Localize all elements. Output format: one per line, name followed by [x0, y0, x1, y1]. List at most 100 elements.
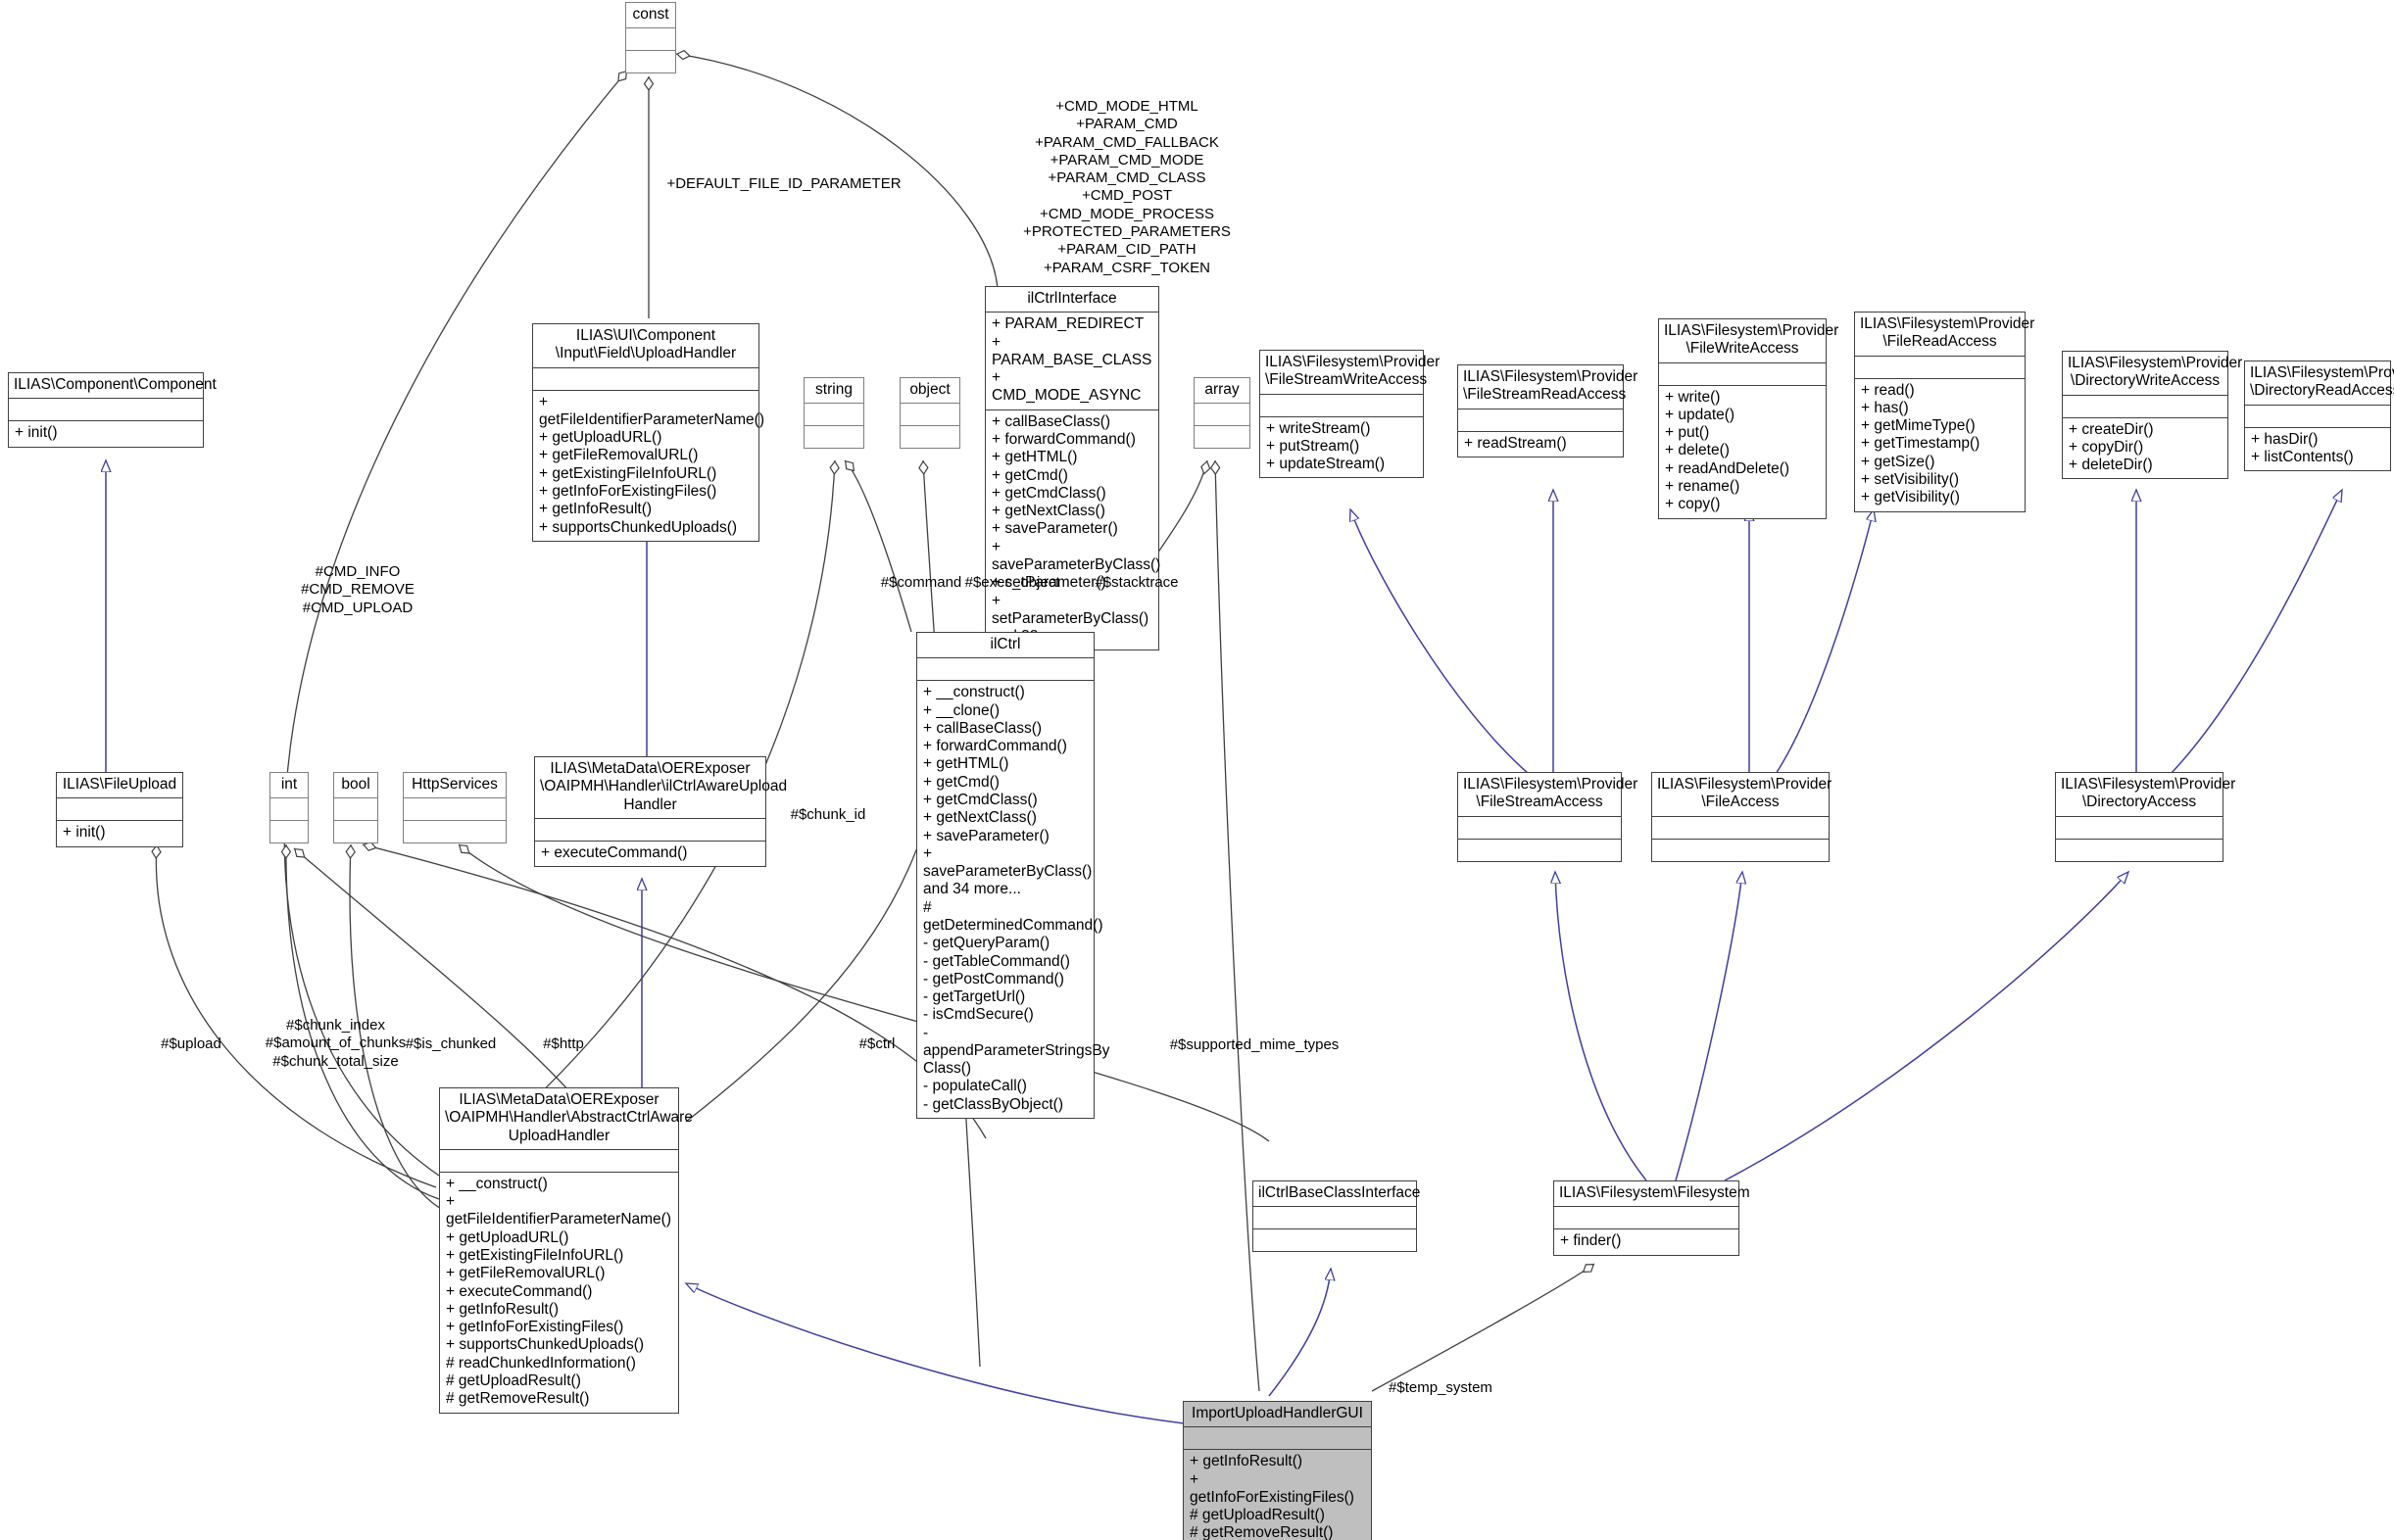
edge-label-supported-mime-types: #$supported_mime_types	[1169, 1036, 1340, 1053]
class-title: object	[909, 381, 951, 398]
op-row: + put()	[1665, 424, 1710, 442]
op-row: + setVisibility()	[1861, 470, 1960, 488]
class-node-const[interactable]: const	[625, 2, 676, 74]
class-node-ilctrlbaseclassinterface[interactable]: ilCtrlBaseClassInterface	[1252, 1180, 1421, 1253]
op-row: + __clone()	[923, 701, 1000, 719]
class-node-filereadaccess[interactable]: ILIAS\Filesystem\Provider \FileReadAcces…	[1854, 312, 2035, 512]
class-node-directoryaccess[interactable]: ILIAS\Filesystem\Provider \DirectoryAcce…	[2055, 772, 2236, 862]
class-title: ILIAS\Filesystem\Provider \FileReadAcces…	[1860, 315, 2035, 351]
op-row: + getCmdClass()	[923, 791, 1038, 808]
class-node-filestreamreadaccess[interactable]: ILIAS\Filesystem\Provider \FileStreamRea…	[1457, 364, 1637, 457]
class-node-directoryreadaccess[interactable]: ILIAS\Filesystem\Provider \DirectoryRead…	[2244, 361, 2394, 472]
class-title: ILIAS\Filesystem\Provider \FileAccess	[1657, 776, 1832, 811]
class-node-ilctrlinterface[interactable]: ilCtrlInterface + PARAM_REDIRECT + PARAM…	[985, 286, 1160, 651]
op-row: # getRemoveResult()	[1190, 1524, 1334, 1540]
class-attrs	[404, 798, 506, 820]
op-row: + __construct()	[923, 684, 1025, 701]
class-title: ILIAS\MetaData\OERExposer \OAIPMH\Handle…	[445, 1091, 693, 1144]
op-row: + copy()	[1665, 496, 1721, 513]
class-ops	[1458, 840, 1621, 861]
class-node-filestreamwriteaccess[interactable]: ILIAS\Filesystem\Provider \FileStreamWri…	[1259, 350, 1441, 479]
class-title: ILIAS\Filesystem\Provider \FileStreamWri…	[1265, 354, 1441, 389]
class-node-component[interactable]: ILIAS\Component\Component + init()	[8, 372, 217, 448]
class-ops: + executeCommand()	[535, 842, 765, 866]
class-title: HttpServices	[412, 776, 498, 793]
class-ops: + hasDir() + listContents()	[2245, 428, 2390, 471]
class-title: string	[815, 381, 853, 398]
class-title: ILIAS\Filesystem\Provider \DirectoryAcce…	[2061, 776, 2236, 811]
op-row: + getVisibility()	[1861, 489, 1960, 506]
class-node-object[interactable]: object	[900, 377, 960, 450]
class-attrs	[1659, 363, 1826, 385]
op-row: + hasDir()	[2251, 430, 2319, 448]
op-row: + getFileIdentifierParameterName()	[446, 1193, 672, 1228]
class-attrs	[2063, 396, 2227, 417]
class-title: ILIAS\Filesystem\Provider \FileStreamAcc…	[1463, 776, 1638, 811]
op-row: + update()	[1665, 406, 1735, 423]
class-node-string[interactable]: string	[804, 377, 864, 450]
class-attrs	[270, 798, 308, 820]
op-row: + callBaseClass()	[923, 719, 1043, 737]
op-row: + saveParameter()	[992, 520, 1118, 538]
class-attrs	[57, 798, 182, 820]
edge-label-stacktrace: #$stacktrace	[1095, 574, 1179, 591]
op-row: + getMimeType()	[1861, 417, 1976, 435]
class-node-uploadhandler[interactable]: ILIAS\UI\Component \Input\Field\UploadHa…	[532, 323, 764, 542]
op-row: + init()	[63, 824, 106, 842]
op-row: + supportsChunkedUploads()	[539, 518, 738, 536]
class-attrs	[1253, 1207, 1416, 1228]
class-title: ILIAS\Component\Component	[14, 376, 217, 393]
edge-label-http: #$http	[543, 1035, 584, 1052]
op-row: + readAndDelete()	[1665, 459, 1790, 477]
edge-label-default-file-id-parameter: +DEFAULT_FILE_ID_PARAMETER	[666, 175, 902, 192]
edge-label-cmd-constants: +CMD_MODE_HTML +PARAM_CMD +PARAM_CMD_FAL…	[1023, 98, 1231, 294]
class-ops	[270, 821, 308, 842]
class-attrs	[334, 798, 377, 820]
class-node-ilctrl[interactable]: ilCtrl + __construct() + __clone() + cal…	[916, 632, 1109, 1120]
class-node-fileaccess[interactable]: ILIAS\Filesystem\Provider \FileAccess	[1651, 772, 1832, 862]
class-ops	[404, 821, 506, 842]
class-title: const	[632, 6, 669, 23]
class-node-array[interactable]: array	[1194, 377, 1250, 450]
edge-label-upload: #$upload	[161, 1035, 221, 1052]
class-ops: + read() + has() + getMimeType() + getTi…	[1855, 379, 2025, 511]
attr-row: + CMD_MODE_ASYNC	[992, 369, 1142, 405]
class-title: ILIAS\Filesystem\Provider \DirectoryWrit…	[2068, 355, 2243, 390]
op-row: + setParameterByClass()	[992, 592, 1149, 627]
class-node-importuploadhandlergui[interactable]: ImportUploadHandlerGUI + getInfoResult()…	[1183, 1401, 1372, 1540]
class-node-filewriteaccess[interactable]: ILIAS\Filesystem\Provider \FileWriteAcce…	[1658, 318, 1838, 519]
class-attrs	[901, 404, 959, 425]
class-ops: + getInfoResult() + getInfoForExistingFi…	[1184, 1450, 1371, 1540]
class-node-bool[interactable]: bool	[333, 772, 378, 844]
class-title: ILIAS\FileUpload	[62, 776, 177, 793]
class-node-abstractctrlawareuploadhandler[interactable]: ILIAS\MetaData\OERExposer \OAIPMH\Handle…	[439, 1087, 693, 1414]
op-row: + copyDir()	[2069, 438, 2144, 456]
edge-label-temp-system: #$temp_system	[1389, 1379, 1492, 1396]
class-ops	[334, 821, 377, 842]
class-attrs	[917, 658, 1094, 680]
op-row: + getTimestamp()	[1861, 435, 1980, 453]
op-row: + getInfoResult()	[446, 1300, 560, 1318]
op-row: - getClassByObject()	[923, 1095, 1063, 1113]
class-node-ilctrlawareuploadhandler[interactable]: ILIAS\MetaData\OERExposer \OAIPMH\Handle…	[534, 756, 787, 868]
class-title: ilCtrlBaseClassInterface	[1258, 1184, 1421, 1201]
class-attrs	[9, 399, 203, 420]
op-row: + supportsChunkedUploads()	[446, 1336, 645, 1354]
op-row: + getInfoResult()	[1190, 1453, 1303, 1470]
op-row: - populateCall()	[923, 1078, 1027, 1095]
op-row: - getTargetUrl()	[923, 988, 1026, 1006]
class-node-filesystem[interactable]: ILIAS\Filesystem\Filesystem + finder()	[1553, 1180, 1750, 1256]
op-row: + delete()	[1665, 442, 1730, 459]
class-title: ImportUploadHandlerGUI	[1192, 1405, 1363, 1421]
op-row: + getFileRemovalURL()	[446, 1265, 606, 1282]
class-ops	[626, 51, 675, 72]
class-node-fileupload[interactable]: ILIAS\FileUpload + init()	[56, 772, 183, 847]
op-row: + setParameter()	[992, 574, 1106, 592]
class-node-filestreamaccess[interactable]: ILIAS\Filesystem\Provider \FileStreamAcc…	[1457, 772, 1638, 862]
class-ops: + write() + update() + put() + delete() …	[1659, 386, 1826, 518]
op-row: + forwardCommand()	[992, 430, 1136, 448]
class-node-directorywriteaccess[interactable]: ILIAS\Filesystem\Provider \DirectoryWrit…	[2062, 351, 2243, 480]
op-row: + getUploadURL()	[446, 1228, 569, 1246]
class-node-int[interactable]: int	[269, 772, 309, 844]
class-node-httpservices[interactable]: HttpServices	[403, 772, 507, 844]
